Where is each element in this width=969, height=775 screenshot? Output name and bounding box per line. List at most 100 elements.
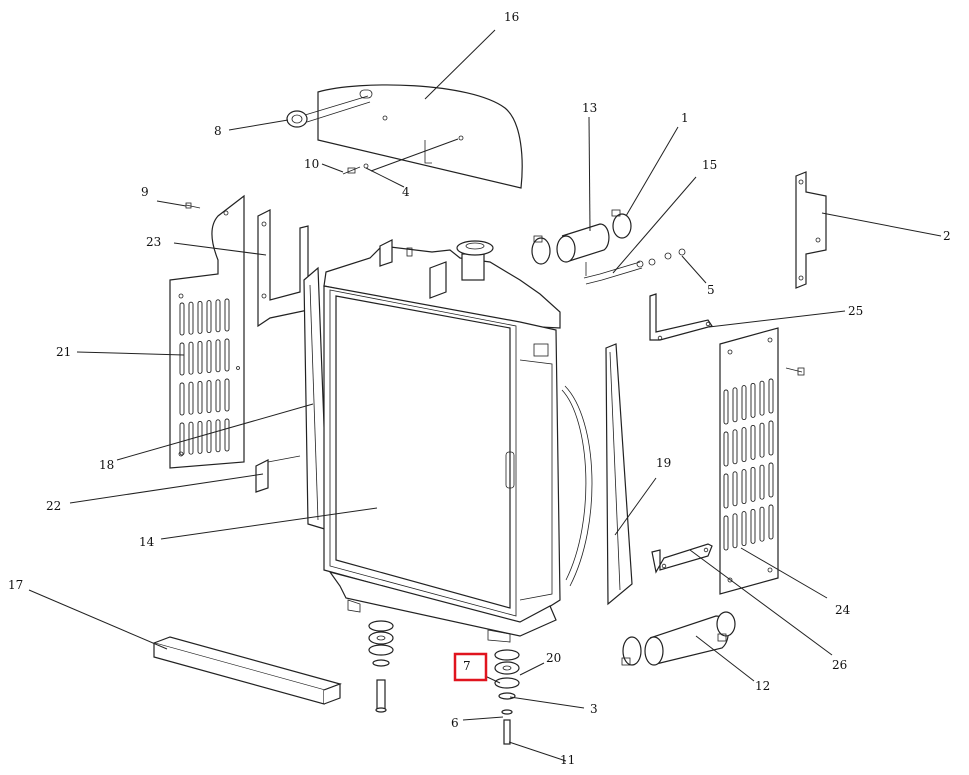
vent-slot: [197, 300, 203, 334]
part-bracket-26: [651, 543, 713, 574]
callout-4: 4: [402, 185, 410, 199]
right-mount-stack: [494, 649, 520, 745]
vent-slot: [759, 422, 765, 458]
vent-slot: [188, 301, 194, 335]
vent-slot: [206, 420, 212, 454]
callout-7: 7: [463, 659, 471, 673]
part-bracket-2: [795, 171, 827, 289]
vent-slot: [206, 380, 212, 414]
vent-slot: [759, 464, 765, 500]
vent-slot: [723, 389, 729, 425]
vent-slot: [768, 420, 774, 456]
vent-slot: [741, 469, 747, 505]
callout-15: 15: [702, 158, 717, 172]
vent-slot: [224, 298, 230, 332]
callout-7-highlight-box: [453, 652, 488, 682]
callout-12: 12: [755, 679, 770, 693]
part-radiator-assembly: [323, 239, 593, 643]
vent-slot: [741, 427, 747, 463]
callout-16: 16: [504, 10, 519, 24]
vent-slot: [750, 424, 756, 460]
part-bracket-22: [255, 455, 301, 493]
left-mount-stack: [368, 620, 394, 713]
vent-slot: [741, 511, 747, 547]
callout-2: 2: [943, 229, 951, 243]
vent-slot: [188, 341, 194, 375]
vent-slot: [206, 340, 212, 374]
vent-slot: [215, 419, 221, 453]
vent-slot: [732, 387, 738, 423]
part-rod-15: [583, 248, 686, 285]
part-upper-hose: [531, 209, 632, 265]
vent-slot: [732, 513, 738, 549]
vent-slot: [732, 471, 738, 507]
callout-25: 25: [848, 304, 863, 318]
part-grommet: [286, 95, 371, 128]
callout-17: 17: [8, 578, 23, 592]
callout-11: 11: [560, 753, 575, 767]
vent-slot: [215, 379, 221, 413]
vent-slot: [188, 381, 194, 415]
callout-23: 23: [146, 235, 161, 249]
part-screw-10: [342, 163, 369, 175]
callout-5: 5: [707, 283, 715, 297]
callout-14: 14: [139, 535, 155, 549]
vent-slot: [750, 382, 756, 418]
vent-slot: [723, 473, 729, 509]
vent-slot: [759, 506, 765, 542]
part-bolt-9: [185, 202, 201, 209]
vent-slot: [179, 382, 185, 416]
vent-slot: [224, 378, 230, 412]
vent-slot: [759, 380, 765, 416]
callout-10: 10: [304, 157, 319, 171]
callout-20: 20: [546, 651, 561, 665]
vent-slot: [732, 429, 738, 465]
callout-9: 9: [141, 185, 149, 199]
callout-8: 8: [214, 124, 222, 138]
left-panel-holes: [178, 210, 240, 457]
vent-slot: [224, 418, 230, 452]
vent-slot: [741, 385, 747, 421]
part-right-side-panel: [719, 327, 779, 595]
callout-22: 22: [46, 499, 61, 513]
part-bolt-25: [785, 367, 805, 376]
callout-3: 3: [590, 702, 598, 716]
callout-24: 24: [835, 603, 851, 617]
vent-slot: [206, 300, 212, 334]
callout-19: 19: [656, 456, 671, 470]
vent-slot: [750, 466, 756, 502]
vent-slot: [179, 302, 185, 336]
vent-slot: [197, 380, 203, 414]
callout-18: 18: [99, 458, 114, 472]
callout-13: 13: [582, 101, 597, 115]
vent-slot: [723, 431, 729, 467]
vent-slot: [215, 299, 221, 333]
leader-lines: [28, 29, 942, 762]
part-shroud-plate: [317, 84, 523, 189]
callout-26: 26: [832, 658, 847, 672]
vent-slot: [179, 422, 185, 456]
vent-slot: [768, 378, 774, 414]
part-foam-strip: [152, 636, 342, 705]
vent-slot: [224, 338, 230, 372]
vent-slot: [723, 515, 729, 551]
right-panel-slots: [723, 378, 774, 551]
vent-slot: [768, 462, 774, 498]
vent-slot: [768, 504, 774, 540]
vent-slot: [197, 420, 203, 454]
callout-1: 1: [681, 111, 689, 125]
part-lower-hose: [621, 611, 736, 666]
callout-21: 21: [56, 345, 71, 359]
part-right-seal-strip: [605, 343, 633, 606]
vent-slot: [215, 339, 221, 373]
callout-6: 6: [451, 716, 459, 730]
callout-labels: 1 2 3 4 5 6 7 8 9 10 11 12 13 14 15 16 1…: [8, 10, 951, 767]
part-bracket-23: [257, 209, 309, 328]
vent-slot: [750, 508, 756, 544]
vent-slot: [179, 342, 185, 376]
vent-slot: [197, 340, 203, 374]
left-panel-slots: [179, 298, 230, 456]
part-bracket-25: [649, 293, 713, 341]
